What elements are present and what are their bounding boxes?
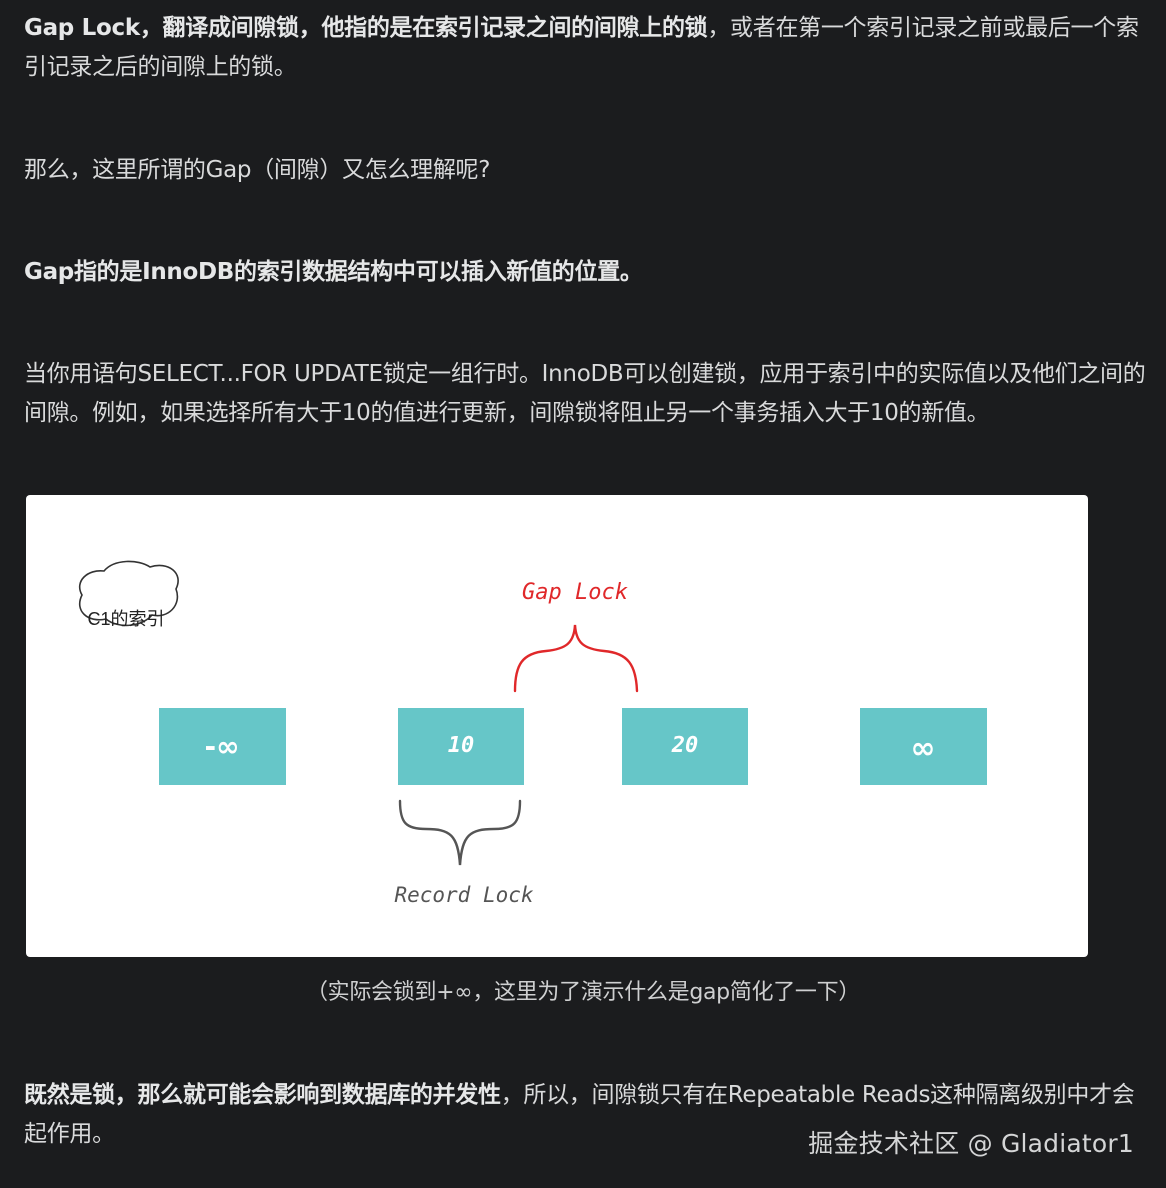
box-value: 20 bbox=[671, 733, 699, 758]
paragraph-bold-text: Gap指的是InnoDB的索引数据结构中可以插入新值的位置。 bbox=[24, 259, 643, 285]
watermark: 掘金技术社区 @ Gladiator1 bbox=[808, 1129, 1134, 1158]
record-lock-label: Record Lock bbox=[394, 883, 533, 907]
index-box-infinity: ∞ bbox=[860, 708, 987, 785]
paragraph-bold-text: 既然是锁，那么就可能会影响到数据库的并发性 bbox=[24, 1082, 501, 1108]
index-box-20: 20 bbox=[622, 708, 748, 785]
paragraph-select-for-update: 当你用语句SELECT...FOR UPDATE锁定一组行时。InnoDB可以创… bbox=[24, 361, 1146, 426]
gap-lock-brace bbox=[513, 624, 639, 693]
index-box-neg-infinity: -∞ bbox=[159, 708, 286, 785]
index-box-10: 10 bbox=[398, 708, 524, 785]
paragraph-concurrency: 既然是锁，那么就可能会影响到数据库的并发性，所以，间隙锁只有在Repeatabl… bbox=[24, 1076, 1146, 1154]
box-value: -∞ bbox=[205, 730, 240, 763]
index-label: C1的索引 bbox=[87, 609, 164, 629]
paragraph-gap-meaning: Gap指的是InnoDB的索引数据结构中可以插入新值的位置。 bbox=[24, 253, 1146, 292]
diagram-canvas: C1的索引 Gap Lock -∞ 10 20 ∞ Record Lock bbox=[79, 560, 987, 907]
box-value: 10 bbox=[448, 733, 475, 758]
paragraph-text: ，所以，间隙锁只有在Repeatable Reads这种隔离级别中才会起作用。 bbox=[24, 1082, 1135, 1147]
record-lock-brace bbox=[398, 799, 522, 866]
gap-lock-diagram: C1的索引 Gap Lock -∞ 10 20 ∞ Record Lock bbox=[26, 495, 1088, 957]
paragraph-bold-text: Gap Lock，翻译成间隙锁，他指的是在索引记录之间的间隙上的锁 bbox=[24, 15, 708, 41]
index-bubble bbox=[79, 560, 179, 627]
figure-caption: （实际会锁到+∞，这里为了演示什么是gap简化了一下） bbox=[305, 980, 861, 1005]
box-value: ∞ bbox=[911, 731, 936, 766]
gap-lock-label: Gap Lock bbox=[522, 580, 628, 605]
paragraph-gap-lock-definition: Gap Lock，翻译成间隙锁，他指的是在索引记录之间的间隙上的锁，或者在第一个… bbox=[24, 9, 1146, 87]
paragraph-text: ，或者在第一个索引记录之前或最后一个索引记录之后的间隙上的锁。 bbox=[24, 15, 1139, 80]
paragraph-gap-question: 那么，这里所谓的Gap（间隙）又怎么理解呢? bbox=[24, 157, 491, 183]
